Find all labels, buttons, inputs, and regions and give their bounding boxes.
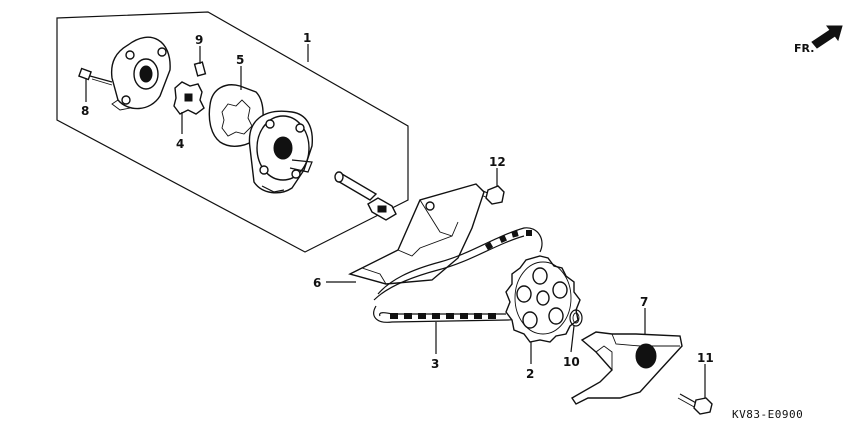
front-direction-label: FR. — [794, 42, 814, 55]
dowel-pin-9 — [193, 61, 207, 77]
callout-6: 6 — [313, 276, 321, 290]
callout-10: 10 — [563, 355, 580, 369]
diagram-code: KV83-E0900 — [732, 408, 803, 421]
assembly-outline — [56, 11, 409, 253]
front-direction-arrow-icon: FR. — [794, 25, 843, 55]
callout-2: 2 — [526, 367, 534, 381]
leader-lines — [85, 44, 706, 398]
screw-8 — [78, 67, 113, 86]
callout-5: 5 — [236, 53, 244, 67]
bolt-11 — [677, 393, 713, 415]
callout-1: 1 — [303, 31, 311, 45]
callout-12: 12 — [489, 155, 506, 169]
circlip-10 — [569, 309, 583, 327]
driven-sprocket-2 — [505, 255, 581, 343]
callout-8: 8 — [81, 104, 89, 118]
drive-chain-3 — [373, 227, 543, 323]
callout-11: 11 — [697, 351, 714, 365]
pump-cover-plate — [110, 36, 171, 111]
sprocket-cover-7 — [571, 331, 683, 405]
chain-links — [390, 230, 532, 319]
callout-7: 7 — [640, 295, 648, 309]
inner-rotor-4 — [173, 81, 205, 115]
pump-drive-shaft — [334, 171, 397, 221]
pump-body — [248, 110, 313, 194]
callout-4: 4 — [176, 137, 184, 151]
callout-9: 9 — [195, 33, 203, 47]
callout-3: 3 — [431, 357, 439, 371]
